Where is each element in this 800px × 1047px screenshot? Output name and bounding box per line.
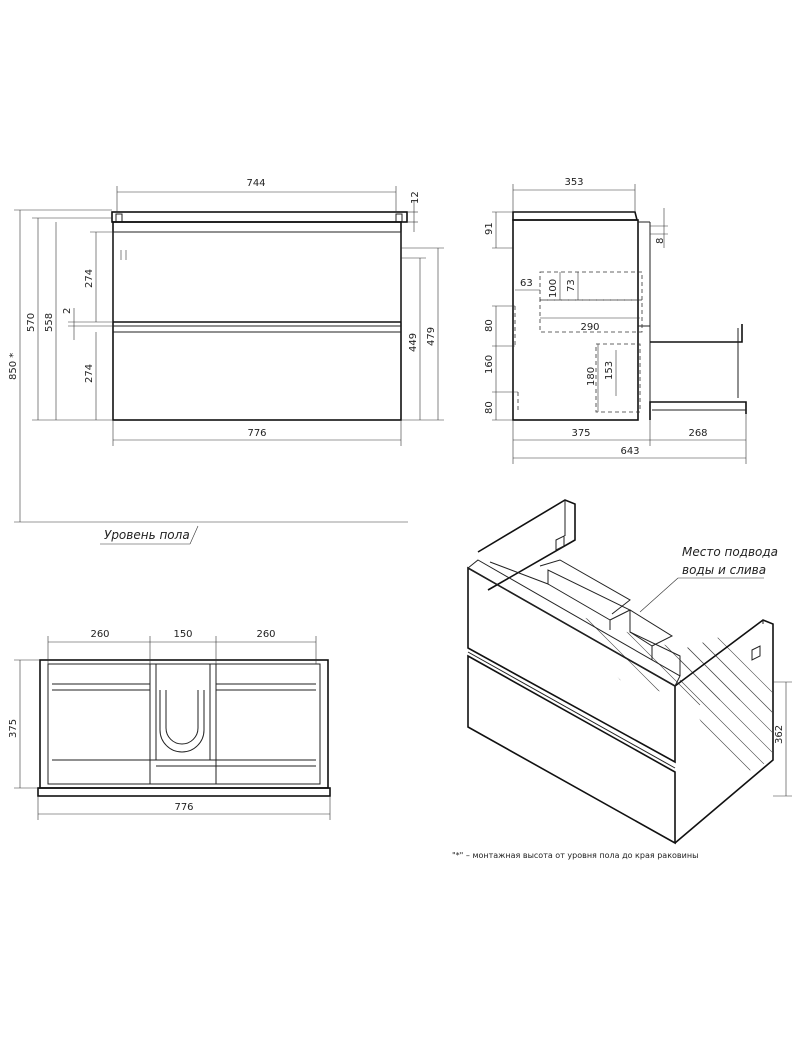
front-sink-top: [112, 212, 407, 222]
front-sink-left-lip: [116, 214, 122, 222]
dim-449-label: 449: [408, 333, 419, 352]
dim-91-label: 91: [484, 222, 495, 235]
dim-776-front-label: 776: [247, 428, 266, 439]
dim-375-side-label: 375: [571, 428, 590, 439]
iso-water-drain-zone: [560, 600, 780, 780]
top-front-panel: [38, 788, 330, 796]
dim-268-label: 268: [688, 428, 707, 439]
dim-260-left-label: 260: [90, 629, 109, 640]
side-pulled-drawer: [650, 324, 746, 420]
footnote: "*" – монтажная высота от уровня пола до…: [452, 851, 698, 860]
dim-850-label: 850 *: [8, 353, 19, 380]
top-cabinet-outline: [40, 660, 328, 788]
dim-180-label: 180: [586, 367, 597, 386]
front-cabinet-body: [113, 222, 401, 420]
side-cabinet-body: [513, 220, 638, 420]
front-view: 744 12 850 * 570 558 274 2 274: [8, 178, 444, 544]
dim-160-label: 160: [484, 355, 495, 374]
dim-776-top-label: 776: [174, 802, 193, 813]
dim-353-label: 353: [564, 177, 583, 188]
callout-line1: Место подвода: [682, 545, 778, 559]
dim-362-label: 362: [774, 725, 785, 744]
dim-73-label: 73: [566, 279, 577, 292]
side-view: 353 91 8 63 100 73 80 290 160 180: [484, 177, 746, 464]
dim-260-right-label: 260: [256, 629, 275, 640]
dim-570-label: 570: [26, 313, 37, 332]
top-siphon-cutout: [160, 690, 204, 752]
dim-80-lower-label: 80: [484, 401, 495, 414]
dim-558-label: 558: [44, 313, 55, 332]
dim-80-upper-label: 80: [484, 319, 495, 332]
callout-leader: [640, 578, 678, 612]
front-sink-right-lip: [396, 214, 402, 222]
dim-63-label: 63: [520, 278, 533, 289]
isometric-view: Место подвода воды и слива 362: [468, 500, 792, 843]
side-lower-drawer-box: [596, 344, 640, 412]
dim-290-label: 290: [580, 322, 599, 333]
dim-274-lower-label: 274: [84, 364, 95, 383]
side-sink-top: [513, 212, 637, 220]
iso-right-side: [675, 620, 773, 843]
dim-8-label: 8: [655, 238, 666, 244]
dim-12-label: 12: [410, 191, 421, 204]
dim-2-label: 2: [62, 308, 73, 314]
dim-479-label: 479: [426, 327, 437, 346]
dim-100-label: 100: [548, 279, 559, 298]
dim-150-label: 150: [173, 629, 192, 640]
front-upper-drawer: [113, 232, 401, 322]
dim-274-upper-label: 274: [84, 269, 95, 288]
top-view: 260 150 260 375 776: [8, 629, 330, 820]
dim-375-top-label: 375: [8, 719, 19, 738]
dim-643-label: 643: [620, 446, 639, 457]
iso-lower-drawer: [468, 656, 675, 843]
dim-744-label: 744: [246, 178, 265, 189]
callout-line2: воды и слива: [682, 563, 766, 577]
dim-153-label: 153: [604, 361, 615, 380]
floor-level-label: Уровень пола: [104, 528, 190, 542]
